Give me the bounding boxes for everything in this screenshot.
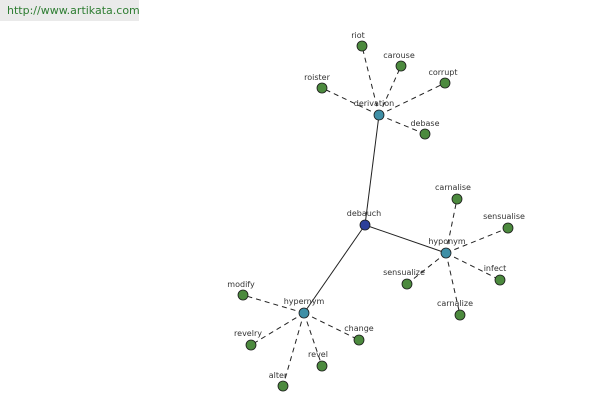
leaf-label-riot: riot [351, 31, 365, 40]
leaf-label-carouse: carouse [383, 51, 415, 60]
leaf-node-sensualise[interactable] [502, 222, 514, 234]
leaf-label-roister: roister [304, 73, 330, 82]
labels: riot carouse corrupt roister debase carnalise… [227, 31, 525, 380]
leaf-node-alter[interactable] [277, 380, 289, 392]
leaf-node-carouse[interactable] [395, 60, 407, 72]
leaf-label-change: change [344, 324, 374, 333]
leaf-label-sensualize: sensualize [383, 268, 425, 277]
leaf-node-carnalize[interactable] [454, 309, 466, 321]
hub-label-derivation: derivation [354, 99, 394, 108]
edge-debauch-hyponym [364, 224, 447, 254]
edge-hypernym-alter [282, 312, 305, 387]
edge-debauch-derivation [364, 114, 380, 226]
leaf-label-alter: alter [269, 371, 288, 380]
hub-label-hyponym: hyponym [428, 237, 466, 246]
leaf-node-change[interactable] [353, 334, 365, 346]
edge-hypernym-revelry [250, 312, 305, 346]
source-link[interactable]: http://www.artikata.com [0, 0, 140, 21]
edge-hypernym-modify [242, 294, 305, 314]
leaf-node-carnalise[interactable] [451, 193, 463, 205]
hub-node-hypernym[interactable] [298, 307, 310, 319]
edge-derivation-roister [321, 87, 380, 116]
edge-derivation-corrupt [378, 82, 446, 116]
leaf-label-revelry: revelry [234, 329, 262, 338]
edge-hyponym-sensualise [445, 227, 509, 254]
edge-hyponym-carnalise [445, 198, 458, 254]
hub-node-derivation[interactable] [373, 109, 385, 121]
leaf-node-roister[interactable] [316, 82, 328, 94]
center-label-debauch: debauch [347, 209, 382, 218]
leaf-node-corrupt[interactable] [439, 77, 451, 89]
leaf-label-corrupt: corrupt [428, 68, 457, 77]
leaf-label-infect: infect [484, 264, 507, 273]
edge-derivation-riot [361, 45, 380, 116]
leaf-label-revel: revel [308, 350, 328, 359]
nodes [237, 40, 514, 392]
hub-label-hypernym: hypernym [284, 297, 325, 306]
edge-hypernym-revel [303, 312, 323, 367]
leaf-label-sensualise: sensualise [483, 212, 525, 221]
leaf-label-modify: modify [227, 280, 255, 289]
edge-hypernym-change [303, 312, 360, 341]
leaf-label-debase: debase [410, 119, 439, 128]
leaf-label-carnalize: carnalize [437, 299, 473, 308]
center-node-debauch[interactable] [359, 219, 371, 231]
hub-node-hyponym[interactable] [440, 247, 452, 259]
leaf-node-sensualize[interactable] [401, 278, 413, 290]
edge-hyponym-carnalize [445, 252, 461, 316]
leaf-node-revel[interactable] [316, 360, 328, 372]
leaf-node-infect[interactable] [494, 274, 506, 286]
leaf-node-revelry[interactable] [245, 339, 257, 351]
edge-debauch-hypernym [303, 224, 366, 314]
leaf-node-riot[interactable] [356, 40, 368, 52]
edges [242, 45, 509, 387]
leaf-node-debase[interactable] [419, 128, 431, 140]
leaf-label-carnalise: carnalise [435, 183, 471, 192]
edge-hyponym-infect [445, 252, 501, 281]
leaf-node-modify[interactable] [237, 289, 249, 301]
